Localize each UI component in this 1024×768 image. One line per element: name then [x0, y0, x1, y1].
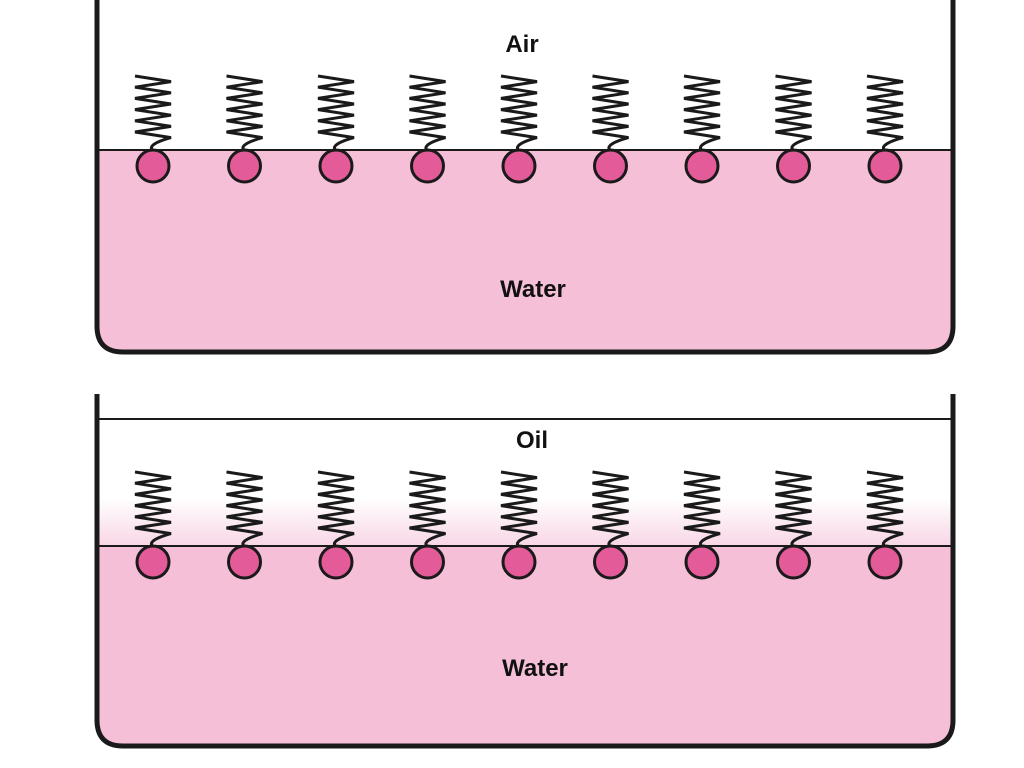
- surfactant-molecule: [134, 74, 172, 184]
- surfactant-molecule: [775, 74, 812, 184]
- surfactant-molecule: [592, 470, 629, 580]
- hydrophobic-tail-icon: [134, 470, 172, 551]
- hydrophobic-tail-icon: [866, 470, 904, 551]
- hydrophilic-head-icon: [227, 148, 262, 184]
- surfactant-molecule: [226, 470, 263, 580]
- hydrophobic-tail-icon: [775, 74, 812, 155]
- hydrophilic-head-icon: [776, 544, 811, 580]
- surfactant-molecule: [226, 74, 263, 184]
- hydrophilic-head-icon: [501, 544, 537, 580]
- hydrophobic-tail-icon: [775, 470, 812, 551]
- hydrophobic-tail-icon: [683, 470, 721, 551]
- hydrophilic-head-icon: [776, 148, 811, 184]
- hydrophobic-tail-icon: [317, 74, 355, 155]
- surfactant-molecule: [775, 470, 812, 580]
- hydrophilic-head-icon: [135, 544, 171, 580]
- surfactant-molecule: [317, 74, 355, 184]
- surfactant-molecule: [134, 470, 172, 580]
- hydrophilic-head-icon: [227, 544, 262, 580]
- water-region: [97, 150, 953, 352]
- bottom-phase-label: Water: [500, 276, 566, 303]
- surfactant-molecule: [683, 74, 721, 184]
- hydrophilic-head-icon: [684, 148, 720, 184]
- panel-air-water: Air Water: [94, 0, 956, 355]
- water-region: [97, 546, 953, 746]
- hydrophobic-tail-icon: [592, 74, 629, 155]
- hydrophobic-tail-icon: [500, 470, 538, 551]
- hydrophobic-tail-icon: [226, 74, 263, 155]
- hydrophilic-head-icon: [684, 544, 720, 580]
- surfactant-molecule: [866, 470, 904, 580]
- surfactant-molecule: [500, 74, 538, 184]
- hydrophobic-tail-icon: [317, 470, 355, 551]
- surfactant-molecule: [592, 74, 629, 184]
- top-phase-label: Air: [505, 31, 538, 58]
- hydrophobic-tail-icon: [226, 470, 263, 551]
- surfactant-molecule: [409, 74, 446, 184]
- top-phase-label: Oil: [516, 427, 548, 454]
- surfactant-molecule: [409, 470, 446, 580]
- hydrophilic-head-icon: [135, 148, 171, 184]
- hydrophobic-tail-icon: [409, 470, 446, 551]
- beaker-outline: [94, 394, 956, 749]
- hydrophobic-tail-icon: [500, 74, 538, 155]
- surfactant-molecule: [683, 470, 721, 580]
- surfactant-molecule: [500, 470, 538, 580]
- bottom-phase-label: Water: [502, 655, 568, 682]
- surfactant-layer: [134, 74, 904, 184]
- hydrophilic-head-icon: [318, 544, 354, 580]
- hydrophobic-tail-icon: [134, 74, 172, 155]
- surfactant-layer: [134, 470, 904, 580]
- surfactant-molecule: [866, 74, 904, 184]
- surfactant-molecule: [317, 470, 355, 580]
- hydrophilic-head-icon: [867, 544, 903, 580]
- hydrophilic-head-icon: [410, 544, 445, 580]
- hydrophobic-tail-icon: [409, 74, 446, 155]
- hydrophilic-head-icon: [501, 148, 537, 184]
- panel-oil-water: Oil Water: [94, 394, 956, 749]
- beaker-outline: [94, 0, 956, 355]
- hydrophobic-tail-icon: [592, 470, 629, 551]
- hydrophilic-head-icon: [318, 148, 354, 184]
- hydrophilic-head-icon: [593, 148, 628, 184]
- hydrophilic-head-icon: [410, 148, 445, 184]
- hydrophilic-head-icon: [593, 544, 628, 580]
- hydrophilic-head-icon: [867, 148, 903, 184]
- hydrophobic-tail-icon: [683, 74, 721, 155]
- hydrophobic-tail-icon: [866, 74, 904, 155]
